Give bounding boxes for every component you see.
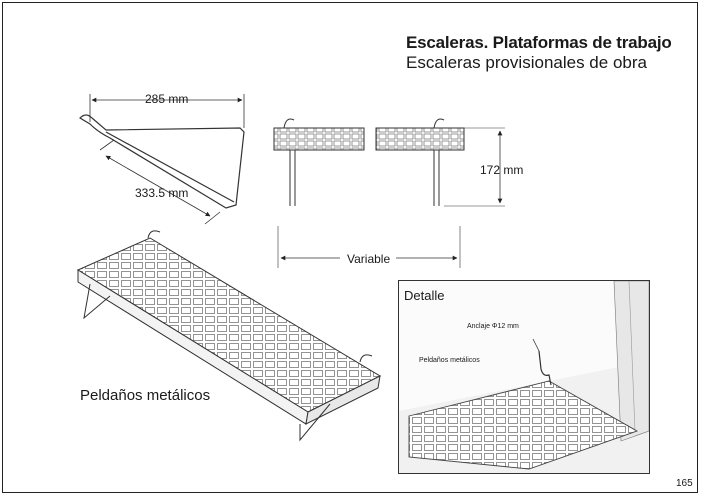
front-elevation-drawing xyxy=(273,118,505,268)
side-bracket-drawing xyxy=(79,94,245,225)
length-dimension-label: Variable xyxy=(347,252,391,266)
page-frame xyxy=(2,2,698,493)
anchor-label: Anclaje Φ12 mm xyxy=(467,323,519,330)
detail-photo: Detalle Anclaje Φ12 mm Peldaños metálico… xyxy=(398,280,650,474)
detail-photo-drawing xyxy=(399,281,649,473)
steps-label: Peldaños metálicos xyxy=(419,357,480,364)
figure-caption: Peldaños metálicos xyxy=(80,387,211,404)
width-dimension-label: 285 mm xyxy=(145,92,189,106)
page-subtitle: Escaleras provisionales de obra xyxy=(406,53,647,72)
page-number: 165 xyxy=(676,478,693,489)
height-dimension-label: 172 mm xyxy=(480,163,524,177)
page-title: Escaleras. Plataformas de trabajo xyxy=(406,33,672,52)
diagonal-dimension-label: 333.5 mm xyxy=(135,186,189,200)
detail-title: Detalle xyxy=(404,288,445,303)
platform-perspective-drawing xyxy=(76,230,382,442)
